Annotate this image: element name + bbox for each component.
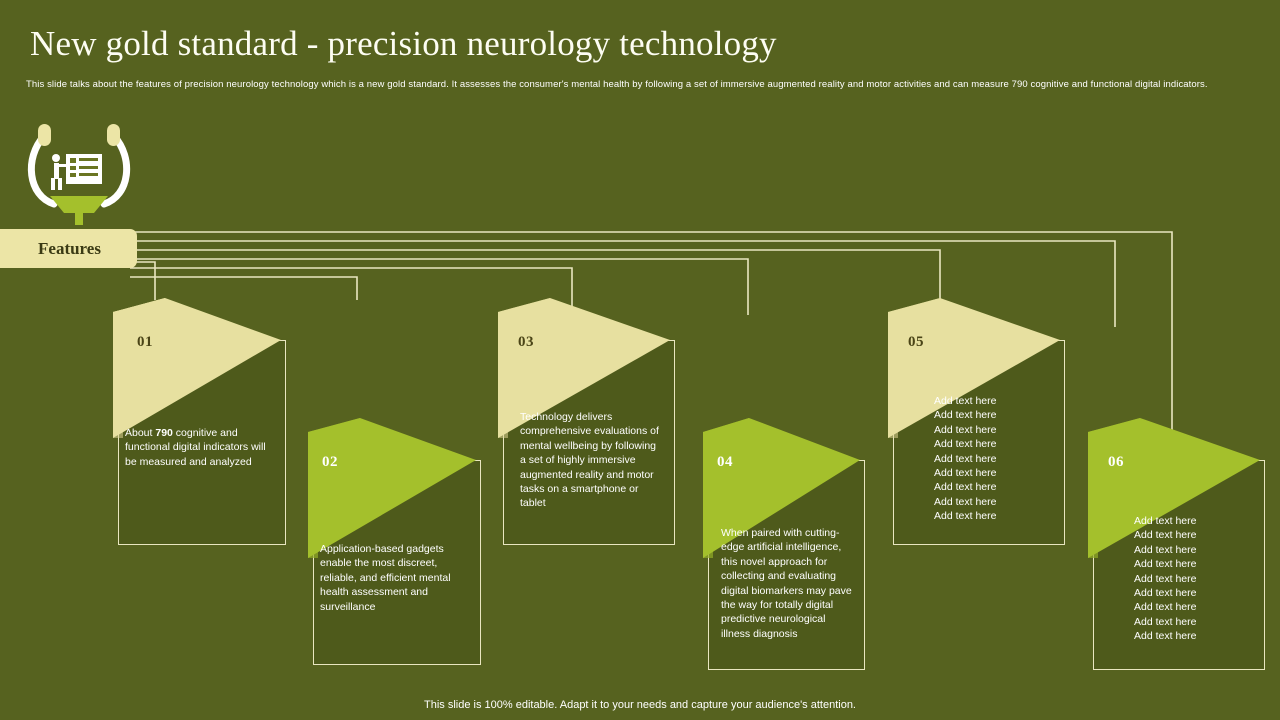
card-banner <box>888 298 1060 438</box>
placeholder-line: Add text here <box>1134 529 1197 542</box>
features-tag: Features <box>0 229 137 268</box>
placeholder-line: Add text here <box>934 438 997 451</box>
placeholder-line: Add text here <box>934 452 997 465</box>
placeholder-line: Add text here <box>1134 630 1197 643</box>
feature-card-01[interactable]: 01 About 790 cognitive and functional di… <box>113 298 288 548</box>
placeholder-line: Add text here <box>1134 572 1197 585</box>
placeholder-line: Add text here <box>1134 515 1197 527</box>
placeholder-line: Add text here <box>1134 558 1197 571</box>
card-number: 04 <box>717 454 733 470</box>
card-number: 01 <box>137 334 153 350</box>
card-banner <box>308 418 476 558</box>
card-number: 05 <box>908 334 924 350</box>
card-body-text: When paired with cutting-edge artificial… <box>721 527 852 640</box>
card-number: 03 <box>518 334 534 350</box>
placeholder-line: Add text here <box>934 481 997 494</box>
placeholder-line: Add text here <box>1134 601 1197 614</box>
card-body-text: Application-based gadgets enable the mos… <box>320 543 451 613</box>
card-body-text: About 790 cognitive and functional digit… <box>125 426 277 469</box>
placeholder-line: Add text here <box>934 395 997 407</box>
card-banner <box>498 298 670 438</box>
placeholder-line: Add text here <box>1134 543 1197 556</box>
stethoscope-presentation-icon <box>14 118 144 228</box>
features-tag-label: Features <box>38 238 101 258</box>
card-number: 02 <box>322 454 338 470</box>
page-title: New gold standard - precision neurology … <box>30 24 777 63</box>
feature-card-03[interactable]: 03 Technology delivers comprehensive eva… <box>498 298 678 548</box>
card-banner <box>1088 418 1260 558</box>
card-text-highlight: 790 <box>155 427 173 439</box>
placeholder-line: Add text here <box>934 409 997 422</box>
card-body-text: Technology delivers comprehensive evalua… <box>520 411 659 510</box>
placeholder-line: Add text here <box>1134 587 1197 600</box>
placeholder-line: Add text here <box>934 467 997 480</box>
card-placeholder-lines: Add text here Add text here Add text her… <box>934 394 996 524</box>
feature-card-05[interactable]: 05 Add text here Add text here Add text … <box>888 298 1068 548</box>
footer-note: This slide is 100% editable. Adapt it to… <box>424 699 856 711</box>
placeholder-line: Add text here <box>934 423 997 436</box>
placeholder-line: Add text here <box>934 510 997 523</box>
card-text-after: cognitive and functional digital indicat… <box>125 427 266 468</box>
card-placeholder-lines: Add text here Add text here Add text her… <box>1134 514 1196 644</box>
feature-card-02[interactable]: 02 Application-based gadgets enable the … <box>308 418 483 668</box>
card-text-before: About <box>125 427 156 439</box>
card-number: 06 <box>1108 454 1124 470</box>
feature-card-06[interactable]: 06 Add text here Add text here Add text … <box>1088 418 1268 673</box>
placeholder-line: Add text here <box>1134 615 1197 628</box>
page-subtitle: This slide talks about the features of p… <box>26 79 1208 90</box>
feature-card-04[interactable]: 04 When paired with cutting-edge artific… <box>703 418 868 673</box>
card-banner <box>113 298 281 438</box>
card-banner <box>703 418 860 558</box>
placeholder-line: Add text here <box>934 495 997 508</box>
